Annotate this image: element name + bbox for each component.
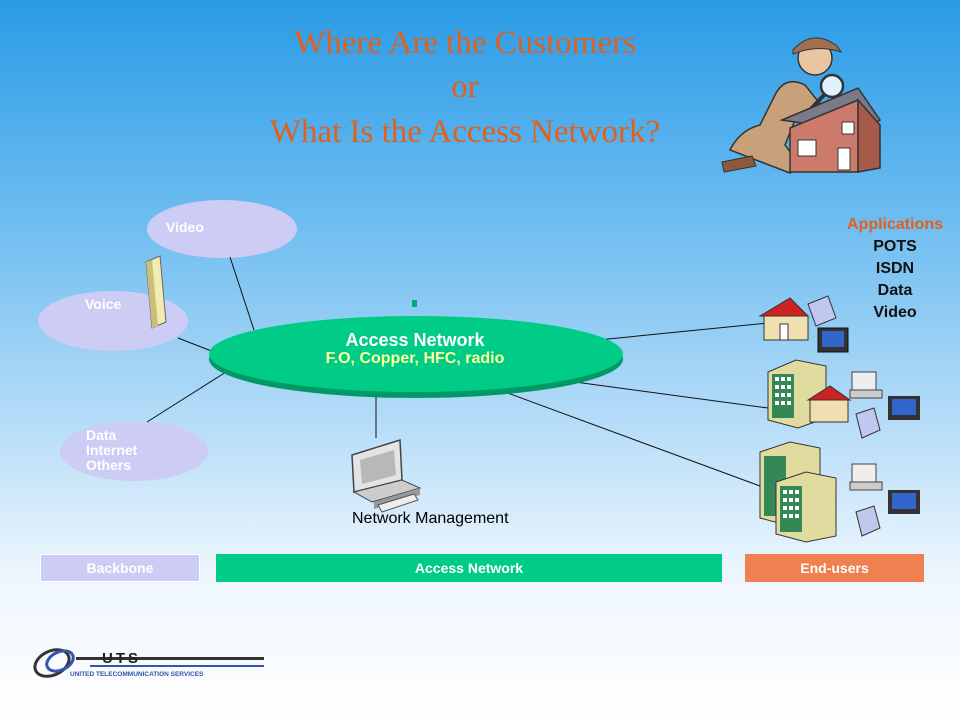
application-item-isdn: ISDN xyxy=(875,260,915,277)
video-label: Video xyxy=(166,219,204,235)
title-line-3: What Is the Access Network? xyxy=(269,114,661,150)
network-management-label: Network Management xyxy=(352,510,509,527)
title-line-2: or xyxy=(451,69,479,105)
access-network-band: Access Network xyxy=(216,554,722,582)
uts-logo-mark: UTS UNITED TELECOMMUNICATION SERVICES xyxy=(33,648,264,678)
endusers-band: End-users xyxy=(745,554,924,582)
wall-phone-icon xyxy=(145,255,167,329)
enduser-office-group-icon xyxy=(759,441,920,543)
video-bubble xyxy=(147,200,297,258)
enduser-house-group-icon xyxy=(758,295,849,353)
svg-text:UNITED TELECOMMUNICATION SERVI: UNITED TELECOMMUNICATION SERVICES xyxy=(70,671,204,678)
backbone-band: Backbone xyxy=(40,554,200,582)
svg-text:UTS: UTS xyxy=(102,650,141,667)
application-item-data: Data xyxy=(877,282,913,299)
applications-heading: Applications xyxy=(846,216,943,233)
application-item-video: Video xyxy=(873,304,917,321)
others-label: Others xyxy=(86,457,132,473)
title-line-1: Where Are the Customers xyxy=(294,25,636,61)
connection-lines xyxy=(146,256,769,487)
enduser-building-group-icon xyxy=(767,359,920,439)
marker-dot xyxy=(412,300,417,307)
network-management-pc-icon xyxy=(351,438,422,513)
voice-label: Voice xyxy=(85,296,122,312)
access-network-title: Access Network xyxy=(345,330,485,350)
uts-logo: UTS UNITED TELECOMMUNICATION SERVICES xyxy=(30,645,270,690)
application-item-pots: POTS xyxy=(873,238,917,255)
internet-label: Internet xyxy=(86,442,138,458)
house-icon xyxy=(779,87,882,173)
data-label: Data xyxy=(86,427,117,443)
data-bubble xyxy=(60,421,208,481)
access-network-ellipse xyxy=(209,316,623,392)
access-network-subtitle: F.O, Copper, HFC, radio xyxy=(325,350,505,367)
applications-list: Applications POTS ISDN Data Video xyxy=(830,214,960,324)
